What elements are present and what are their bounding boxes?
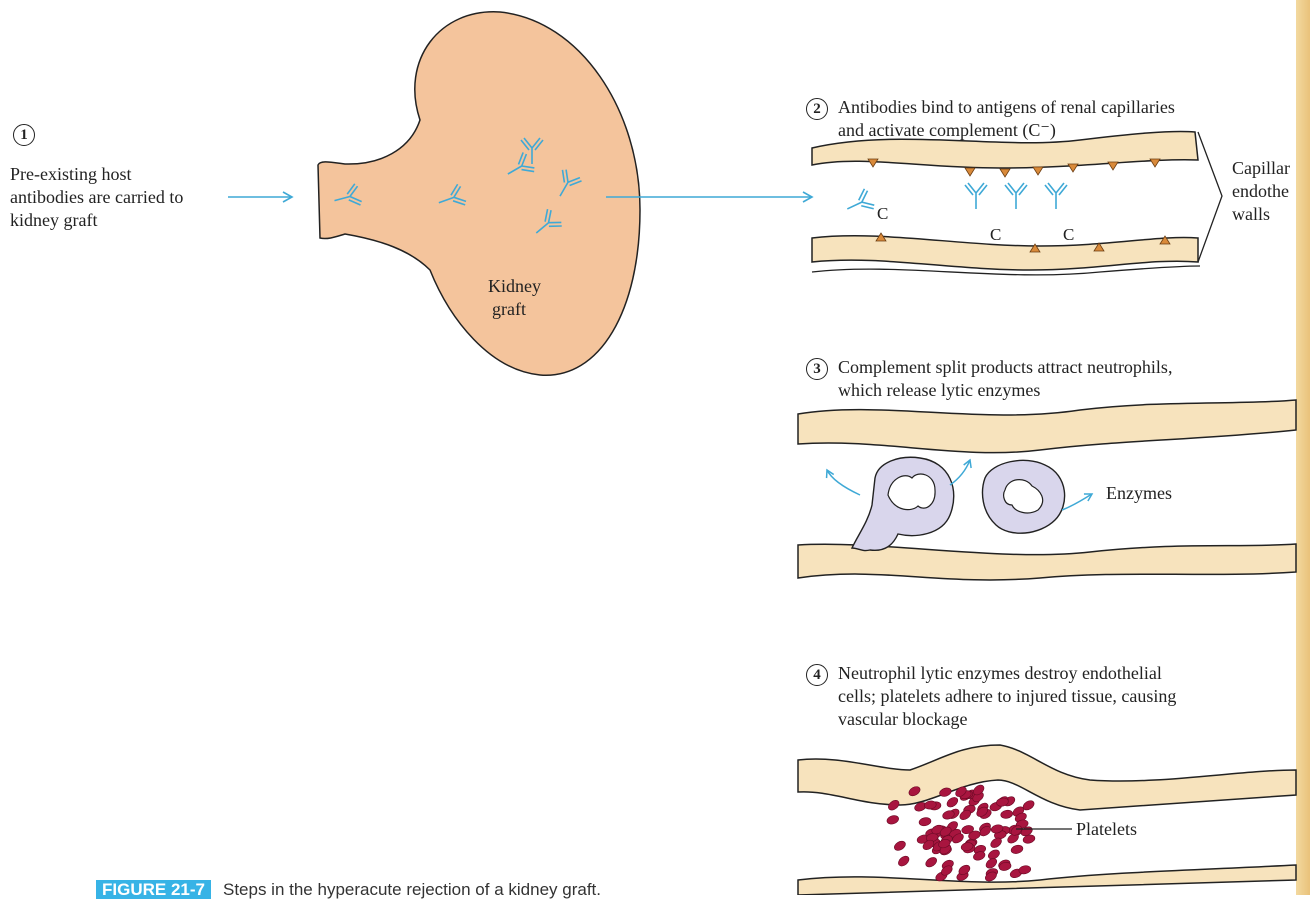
antigen-icon — [1108, 162, 1118, 170]
antibody-icon — [965, 183, 987, 209]
capillary-step-2 — [812, 131, 1200, 274]
kidney-shape — [318, 12, 640, 375]
kidney-label-line1: Kidney — [488, 276, 541, 296]
platelet — [1000, 809, 1013, 819]
antigen-icon — [1033, 167, 1043, 175]
capillary-wall-bottom — [798, 865, 1296, 895]
antibody-icon — [1045, 183, 1067, 209]
antigen-icon — [1000, 169, 1010, 177]
capillary-wall-bottom — [812, 236, 1198, 270]
capillary-wall-top — [798, 400, 1296, 453]
complement-label: C — [990, 225, 1001, 244]
kidney-graft — [318, 12, 640, 375]
platelet — [897, 854, 911, 868]
antibody-icon — [1005, 183, 1027, 209]
complement-label: C — [1063, 225, 1074, 244]
capillary-walls-label: Capillar endothe walls — [1232, 157, 1290, 226]
capillary-wall-top — [798, 745, 1296, 810]
kidney-label-line2: graft — [492, 299, 526, 319]
platelet — [893, 839, 907, 852]
antigen-icon — [868, 159, 878, 167]
platelet — [945, 795, 959, 809]
figure-caption: FIGURE 21-7 Steps in the hyperacute rejec… — [96, 880, 601, 900]
platelet — [918, 817, 931, 827]
platelet — [1010, 844, 1024, 855]
figure-caption-text: Steps in the hyperacute rejection of a k… — [223, 880, 601, 899]
enzyme-arrow — [827, 470, 860, 495]
enzyme-arrow — [1062, 494, 1092, 510]
antigen-icon — [1068, 164, 1078, 172]
neutrophil-nucleus — [888, 474, 935, 510]
antigen-icon — [965, 168, 975, 176]
complement-label: C — [877, 204, 888, 223]
enzyme-arrow — [950, 460, 970, 485]
capillary-step-4 — [798, 745, 1296, 895]
capillary-step-3 — [798, 400, 1296, 580]
enzymes-label: Enzymes — [1106, 483, 1172, 503]
figure-number: FIGURE 21-7 — [96, 880, 211, 899]
platelets-label: Platelets — [1076, 819, 1137, 839]
platelet — [984, 856, 998, 870]
capillary-bracket — [1198, 132, 1222, 262]
platelet — [924, 856, 938, 869]
platelet — [886, 814, 900, 825]
antibody-icon — [843, 188, 876, 219]
antigen-icon — [1150, 159, 1160, 167]
